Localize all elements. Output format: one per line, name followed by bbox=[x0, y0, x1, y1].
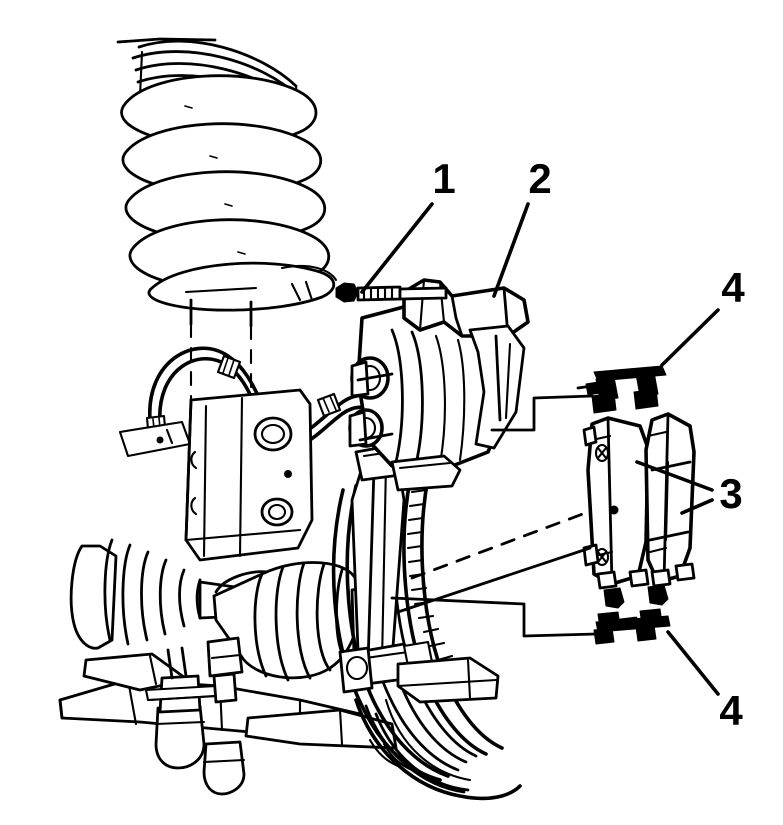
leader-line-4-upper bbox=[660, 308, 720, 367]
brake-pad-inner bbox=[644, 412, 696, 588]
callout-number-2: 2 bbox=[528, 155, 551, 202]
callout-number-4-lower: 4 bbox=[719, 687, 743, 734]
assembly-lines bbox=[390, 394, 598, 638]
ball-joint bbox=[144, 646, 220, 770]
brake-pad-outer bbox=[582, 416, 650, 590]
callout-number-3: 3 bbox=[719, 470, 742, 517]
guide-pin-bolt bbox=[335, 282, 448, 303]
coil-spring bbox=[116, 37, 338, 312]
callout-leaders bbox=[360, 202, 720, 696]
steering-knuckle bbox=[184, 388, 314, 562]
leader-line-4-lower bbox=[666, 630, 720, 696]
abs-tone-ring bbox=[402, 476, 504, 756]
leader-line-2 bbox=[492, 202, 530, 298]
callout-number-4-upper: 4 bbox=[721, 264, 745, 311]
leader-line-1 bbox=[360, 202, 434, 294]
clip-lower bbox=[593, 584, 671, 645]
leader-line-3-lower bbox=[680, 498, 714, 515]
callout-numbers: 1 2 3 4 4 bbox=[432, 155, 745, 734]
stabilizer-link bbox=[202, 636, 246, 796]
callout-number-1: 1 bbox=[432, 155, 455, 202]
clip-upper bbox=[576, 365, 667, 414]
leader-line-3-upper bbox=[635, 460, 714, 492]
